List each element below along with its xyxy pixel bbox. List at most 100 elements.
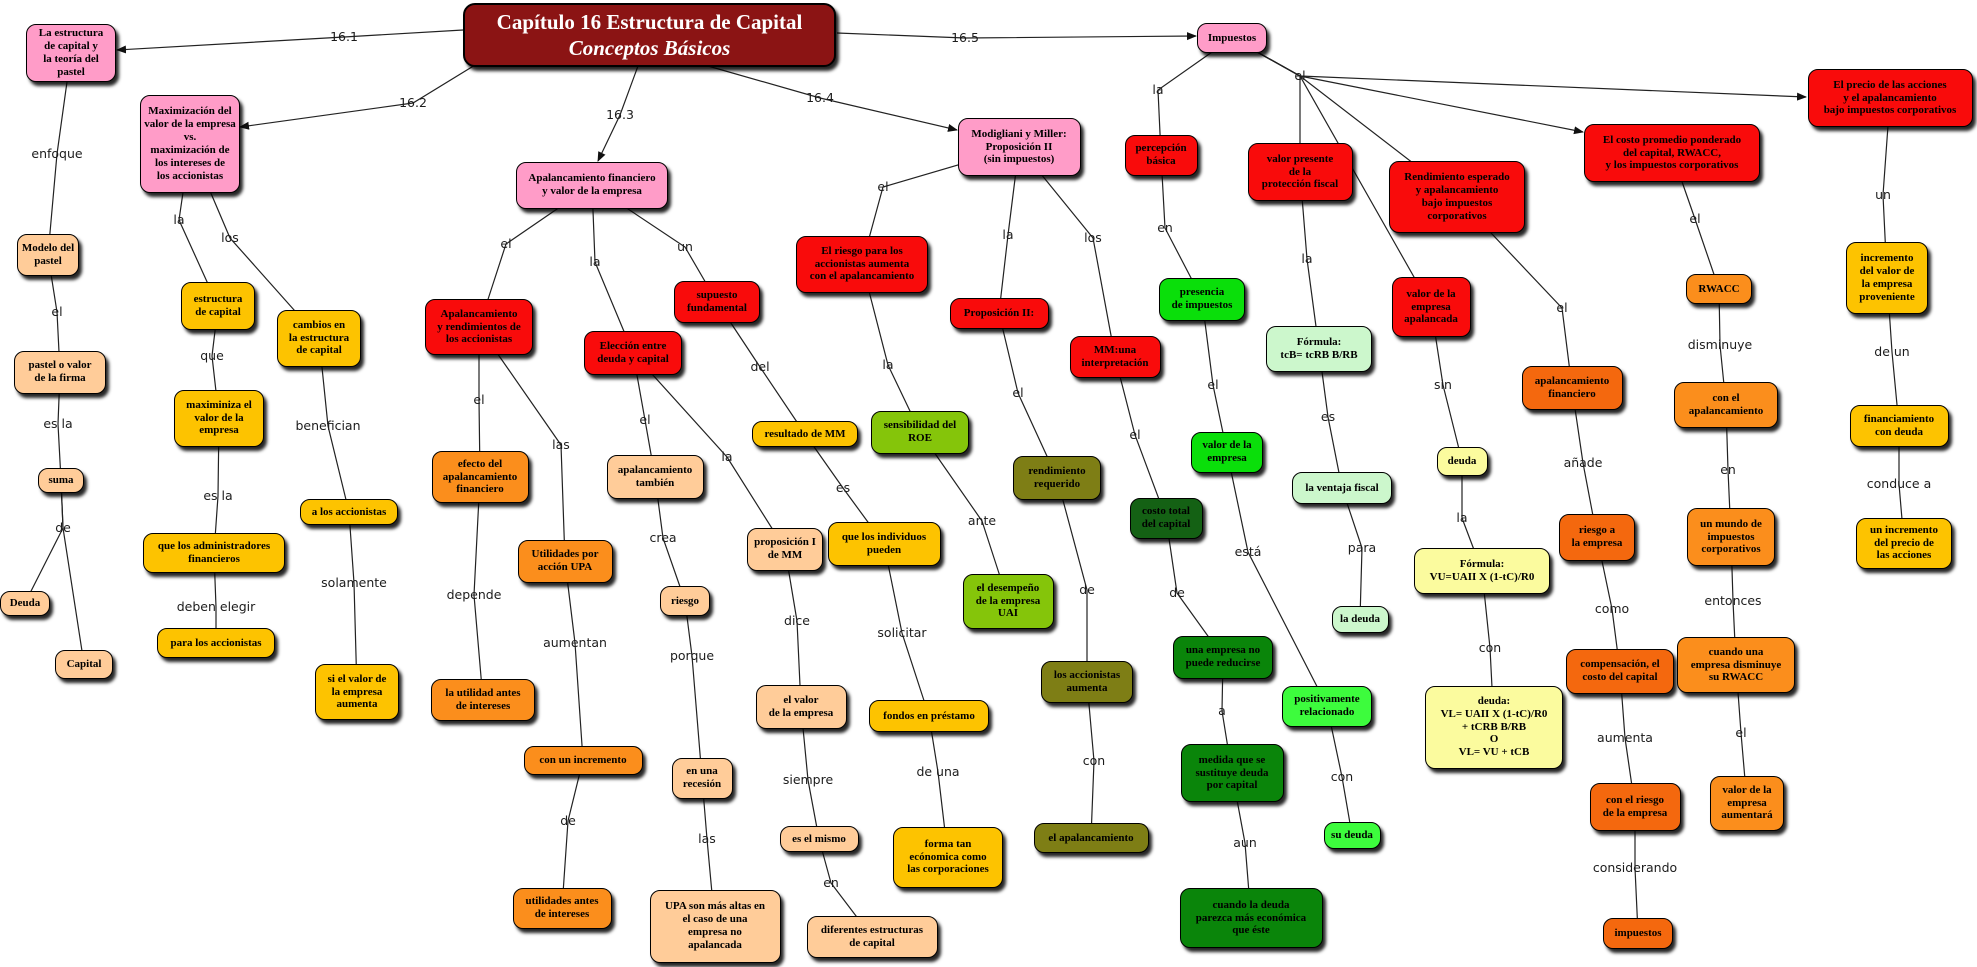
concept-node-valor-empresa-apalancada[interactable]: valor de la empresa apalancada	[1391, 277, 1471, 337]
link-label[interactable]: porque	[669, 648, 715, 664]
link-label[interactable]: a	[1218, 703, 1226, 719]
link-label[interactable]: un	[677, 239, 693, 255]
link-label[interactable]: los	[1084, 230, 1102, 246]
link-label[interactable]: la	[882, 357, 894, 373]
concept-node-rendimiento-esperado[interactable]: Rendimiento esperado y apalancamiento ba…	[1389, 161, 1525, 233]
link-label[interactable]: el	[1294, 68, 1306, 84]
concept-node-eleccion[interactable]: Elección entre deuda y capital	[584, 331, 682, 375]
link-label[interactable]: con	[1330, 769, 1354, 785]
concept-node-diferentes-estructuras[interactable]: diferentes estructuras de capital	[806, 916, 938, 958]
concept-node-estructura-capital[interactable]: estructura de capital	[181, 282, 255, 330]
link-label[interactable]: es la	[43, 416, 73, 432]
concept-node-proposicion-i[interactable]: proposición I de MM	[747, 527, 823, 571]
concept-node-costo-promedio[interactable]: El costo promedio ponderado del capital,…	[1584, 124, 1760, 182]
link-label[interactable]: el	[1689, 211, 1701, 227]
link-label[interactable]: es	[835, 480, 851, 496]
concept-node-deuda-small[interactable]: deuda	[1436, 446, 1488, 476]
concept-node-ventaja-fiscal[interactable]: la ventaja fiscal	[1292, 472, 1392, 504]
concept-node-precio-acciones[interactable]: El precio de las acciones y el apalancam…	[1807, 69, 1973, 127]
concept-node-riesgo-empresa[interactable]: riesgo a la empresa	[1559, 513, 1635, 561]
link-label[interactable]: el	[473, 392, 485, 408]
link-label[interactable]: los	[221, 230, 239, 246]
concept-node-supuesto[interactable]: supuesto fundamental	[674, 281, 760, 323]
link-label[interactable]: conduce a	[1866, 476, 1932, 492]
concept-node-valor-empresa-mid[interactable]: el valor de la empresa	[755, 685, 847, 729]
concept-node-riesgo-accionistas[interactable]: El riesgo para los accionistas aumenta c…	[796, 235, 928, 293]
link-label[interactable]: solicitar	[877, 625, 927, 641]
link-label[interactable]: solamente	[321, 575, 387, 591]
link-label[interactable]: un	[1875, 187, 1891, 203]
concept-node-utilidades-antes[interactable]: utilidades antes de intereses	[512, 887, 612, 929]
concept-node-fondos-prestamo[interactable]: fondos en préstamo	[869, 700, 989, 732]
concept-node-formula-vu[interactable]: Fórmula: VU=UAII X (1-tC)/R0	[1414, 548, 1550, 594]
concept-node-en-recesion[interactable]: en una recesión	[671, 757, 733, 799]
concept-node-empresa-no-reducirse[interactable]: una empresa no puede reducirse	[1173, 635, 1273, 679]
concept-node-mm-prop2[interactable]: Modigliani y Miller: Proposición II (sin…	[957, 118, 1081, 176]
link-label[interactable]: de	[560, 813, 576, 829]
concept-node-costo-total[interactable]: costo total del capital	[1129, 497, 1203, 539]
concept-node-si-valor-aumenta[interactable]: si el valor de la empresa aumenta	[315, 664, 399, 720]
concept-node-deuda-left[interactable]: Deuda	[0, 590, 50, 616]
link-label[interactable]: 16.5	[951, 30, 979, 46]
concept-node-resultado-mm[interactable]: resultado de MM	[752, 421, 858, 447]
link-label[interactable]: con	[1082, 753, 1106, 769]
concept-node-a-los-accionistas[interactable]: a los accionistas	[300, 499, 398, 525]
concept-node-para-accionistas[interactable]: para los accionistas	[157, 628, 275, 658]
link-label[interactable]: la	[1456, 510, 1468, 526]
concept-node-apal-tambien[interactable]: apalancamiento también	[606, 455, 704, 499]
concept-node-administradores[interactable]: que los administradores financieros	[143, 533, 285, 573]
link-label[interactable]: 16.1	[330, 29, 358, 45]
link-label[interactable]: siempre	[782, 772, 834, 788]
concept-node-medida-sustituye[interactable]: medida que se sustituye deuda por capita…	[1180, 744, 1284, 802]
link-label[interactable]: es la	[203, 488, 233, 504]
concept-node-utilidad-antes[interactable]: la utilidad antes de intereses	[431, 679, 535, 721]
concept-node-con-incremento[interactable]: con un incremento	[523, 745, 643, 775]
concept-node-maximizacion[interactable]: Maximización del valor de la empresa vs.…	[140, 95, 240, 193]
link-label[interactable]: benefician	[295, 418, 361, 434]
concept-node-compensacion[interactable]: compensación, el costo del capital	[1566, 648, 1674, 694]
concept-node-upa-mas-altas[interactable]: UPA son más altas en el caso de una empr…	[649, 889, 781, 963]
concept-node-riesgo[interactable]: riesgo	[660, 586, 710, 616]
concept-node-cambios-estructura[interactable]: cambios en la estructura de capital	[277, 309, 361, 367]
concept-node-incremento-precio[interactable]: un incremento del precio de las acciones	[1856, 517, 1952, 569]
link-label[interactable]: la	[173, 212, 185, 228]
link-label[interactable]: está	[1234, 544, 1262, 560]
link-label[interactable]: en	[1157, 220, 1173, 236]
link-label[interactable]: en	[1720, 462, 1736, 478]
concept-node-apal-rendimientos[interactable]: Apalancamiento y rendimientos de los acc…	[425, 299, 533, 355]
link-label[interactable]: que	[200, 348, 224, 364]
link-label[interactable]: el	[639, 412, 651, 428]
concept-node-con-apalancamiento[interactable]: con el apalancamiento	[1674, 382, 1778, 428]
link-label[interactable]: con	[1478, 640, 1502, 656]
link-label[interactable]: sin	[1434, 377, 1452, 393]
link-label[interactable]: en	[823, 875, 839, 891]
link-label[interactable]: el	[1207, 377, 1219, 393]
link-label[interactable]: deben elegir	[176, 599, 256, 615]
link-label[interactable]: la	[1002, 227, 1014, 243]
concept-node-deuda-vl[interactable]: deuda: VL= UAII X (1-tC)/R0 + tCRB B/RB …	[1425, 685, 1563, 769]
concept-node-positivamente[interactable]: positivamente relacionado	[1282, 685, 1372, 727]
concept-node-su-deuda[interactable]: su deuda	[1323, 821, 1381, 849]
concept-node-apal-financiero-right[interactable]: apalancamiento financiero	[1521, 366, 1623, 410]
concept-node-la-deuda[interactable]: la deuda	[1331, 605, 1389, 633]
link-label[interactable]: de	[1079, 582, 1095, 598]
concept-node-formula-tcb[interactable]: Fórmula: tcB= tcRB B/RB	[1266, 326, 1372, 372]
link-label[interactable]: la	[721, 449, 733, 465]
link-label[interactable]: 16.2	[399, 95, 427, 111]
link-label[interactable]: de	[1169, 585, 1185, 601]
concept-node-proposicion-ii[interactable]: Proposición II:	[949, 297, 1049, 329]
concept-node-cuando-deuda-economica[interactable]: cuando la deuda parezca más económica qu…	[1179, 888, 1323, 948]
link-label[interactable]: el	[500, 236, 512, 252]
concept-node-efecto-apal[interactable]: efecto del apalancamiento financiero	[431, 451, 529, 503]
link-label[interactable]: el	[51, 304, 63, 320]
concept-node-presencia-impuestos[interactable]: presencia de impuestos	[1159, 277, 1245, 321]
link-label[interactable]: las	[552, 437, 570, 453]
link-label[interactable]: disminuye	[1687, 337, 1753, 353]
concept-node-impuestos-small[interactable]: impuestos	[1603, 917, 1673, 949]
map-title[interactable]: Capítulo 16 Estructura de Capital Concep…	[463, 3, 836, 67]
link-label[interactable]: considerando	[1592, 860, 1678, 876]
concept-node-individuos-pueden[interactable]: que los individuos pueden	[827, 522, 941, 566]
concept-node-pastel-valor-firma[interactable]: pastel o valor de la firma	[14, 350, 106, 394]
link-label[interactable]: la	[1152, 82, 1164, 98]
link-label[interactable]: 16.3	[606, 107, 634, 123]
